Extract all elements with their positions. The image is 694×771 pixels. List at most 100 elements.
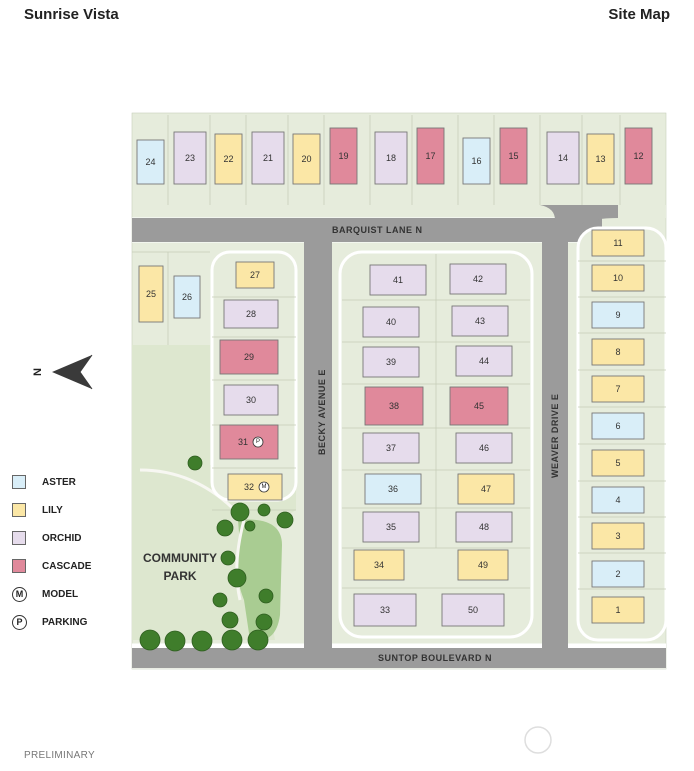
lot-4[interactable]: 4 bbox=[591, 486, 645, 514]
lot-6[interactable]: 6 bbox=[591, 412, 645, 440]
lot-house bbox=[591, 264, 645, 292]
lot-number: 11 bbox=[613, 238, 622, 248]
lot-21[interactable]: 21 bbox=[251, 131, 285, 185]
lot-44[interactable]: 44 bbox=[455, 345, 513, 377]
watermark-compass-icon bbox=[524, 726, 552, 754]
lot-23[interactable]: 23 bbox=[173, 131, 207, 185]
lot-10[interactable]: 10 bbox=[591, 264, 645, 292]
legend-item-lily: LILY bbox=[12, 500, 91, 520]
lot-47[interactable]: 47 bbox=[457, 473, 515, 505]
park-label-line2: PARK bbox=[163, 569, 196, 583]
tree-icon bbox=[212, 592, 228, 608]
lot-39[interactable]: 39 bbox=[362, 346, 420, 378]
legend-label: PARKING bbox=[42, 616, 88, 628]
lot-1[interactable]: 1 bbox=[591, 596, 645, 624]
lot-number: 13 bbox=[595, 154, 605, 164]
tree-icon bbox=[139, 629, 161, 651]
lot-house bbox=[364, 473, 422, 505]
lot-46[interactable]: 46 bbox=[455, 432, 513, 464]
weaver-drive-road bbox=[542, 230, 568, 668]
model-icon: M bbox=[12, 586, 27, 602]
tree-icon bbox=[187, 455, 203, 471]
tree-icon bbox=[221, 629, 243, 651]
lot-house bbox=[455, 345, 513, 377]
lot-house bbox=[362, 511, 420, 543]
lot-house bbox=[214, 133, 243, 185]
lot-12[interactable]: 12 bbox=[624, 127, 653, 185]
lot-9[interactable]: 9 bbox=[591, 301, 645, 329]
model-icon bbox=[258, 481, 270, 493]
lot-28[interactable]: 28 bbox=[223, 299, 279, 329]
lot-17[interactable]: 17 bbox=[416, 127, 445, 185]
lot-house bbox=[591, 412, 645, 440]
lot-house bbox=[136, 139, 165, 185]
becky-avenue-label: BECKY AVENUE E bbox=[317, 369, 327, 455]
lot-27[interactable]: 27 bbox=[235, 261, 275, 289]
lot-22[interactable]: 22 bbox=[214, 133, 243, 185]
lot-43[interactable]: 43 bbox=[451, 305, 509, 337]
lot-19[interactable]: 19 bbox=[329, 127, 358, 185]
legend-item-aster: ASTER bbox=[12, 472, 91, 492]
lot-40[interactable]: 40 bbox=[362, 306, 420, 338]
lot-house bbox=[173, 275, 201, 319]
lot-49[interactable]: 49 bbox=[457, 549, 509, 581]
lot-48[interactable]: 48 bbox=[455, 511, 513, 543]
lot-number: 34 bbox=[374, 560, 384, 570]
lot-37[interactable]: 37 bbox=[362, 432, 420, 464]
lot-34[interactable]: 34 bbox=[353, 549, 405, 581]
lot-house bbox=[455, 511, 513, 543]
lot-15[interactable]: 15 bbox=[499, 127, 528, 185]
lot-number: 19 bbox=[338, 151, 348, 161]
lot-house bbox=[362, 306, 420, 338]
lot-35[interactable]: 35 bbox=[362, 511, 420, 543]
lot-41[interactable]: 41 bbox=[369, 264, 427, 296]
lot-2[interactable]: 2 bbox=[591, 560, 645, 588]
lot-25[interactable]: 25 bbox=[138, 265, 164, 323]
lot-3[interactable]: 3 bbox=[591, 522, 645, 550]
lot-14[interactable]: 14 bbox=[546, 131, 580, 185]
parking-icon: P bbox=[12, 614, 27, 630]
lot-lines bbox=[132, 115, 666, 590]
lot-16[interactable]: 16 bbox=[462, 137, 491, 185]
legend-item-parking: P PARKING bbox=[12, 612, 91, 632]
lot-29[interactable]: 29 bbox=[219, 339, 279, 375]
lot-7[interactable]: 7 bbox=[591, 375, 645, 403]
lot-house bbox=[455, 432, 513, 464]
lot-house bbox=[546, 131, 580, 185]
lot-house bbox=[457, 473, 515, 505]
lot-18[interactable]: 18 bbox=[374, 131, 408, 185]
lot-house bbox=[591, 449, 645, 477]
lot-house bbox=[223, 299, 279, 329]
lot-8[interactable]: 8 bbox=[591, 338, 645, 366]
lot-5[interactable]: 5 bbox=[591, 449, 645, 477]
lot-house bbox=[462, 137, 491, 185]
lot-30[interactable]: 30 bbox=[223, 384, 279, 416]
lot-number: 5 bbox=[615, 458, 620, 468]
lot-number: 45 bbox=[474, 401, 484, 411]
lot-number: 38 bbox=[389, 401, 399, 411]
tree-icon bbox=[247, 629, 269, 651]
legend: ASTER LILY ORCHID CASCADE M MODEL P PARK… bbox=[12, 472, 91, 640]
lot-20[interactable]: 20 bbox=[292, 133, 321, 185]
lot-50[interactable]: 50 bbox=[441, 593, 505, 627]
lot-26[interactable]: 26 bbox=[173, 275, 201, 319]
lot-13[interactable]: 13 bbox=[586, 133, 615, 185]
lot-42[interactable]: 42 bbox=[449, 263, 507, 295]
lot-house bbox=[416, 127, 445, 185]
tree-icon bbox=[191, 630, 213, 652]
lot-24[interactable]: 24 bbox=[136, 139, 165, 185]
lot-house bbox=[591, 301, 645, 329]
lot-number: 3 bbox=[615, 531, 620, 541]
parking-icon bbox=[252, 436, 264, 448]
lot-36[interactable]: 36 bbox=[364, 473, 422, 505]
lot-45[interactable]: 45 bbox=[449, 386, 509, 426]
cascade-swatch bbox=[12, 559, 26, 573]
north-label: N bbox=[32, 368, 44, 376]
lot-33[interactable]: 33 bbox=[353, 593, 417, 627]
lot-38[interactable]: 38 bbox=[364, 386, 424, 426]
lot-11[interactable]: 11 bbox=[591, 229, 645, 257]
lily-swatch bbox=[12, 503, 26, 517]
legend-item-cascade: CASCADE bbox=[12, 556, 91, 576]
